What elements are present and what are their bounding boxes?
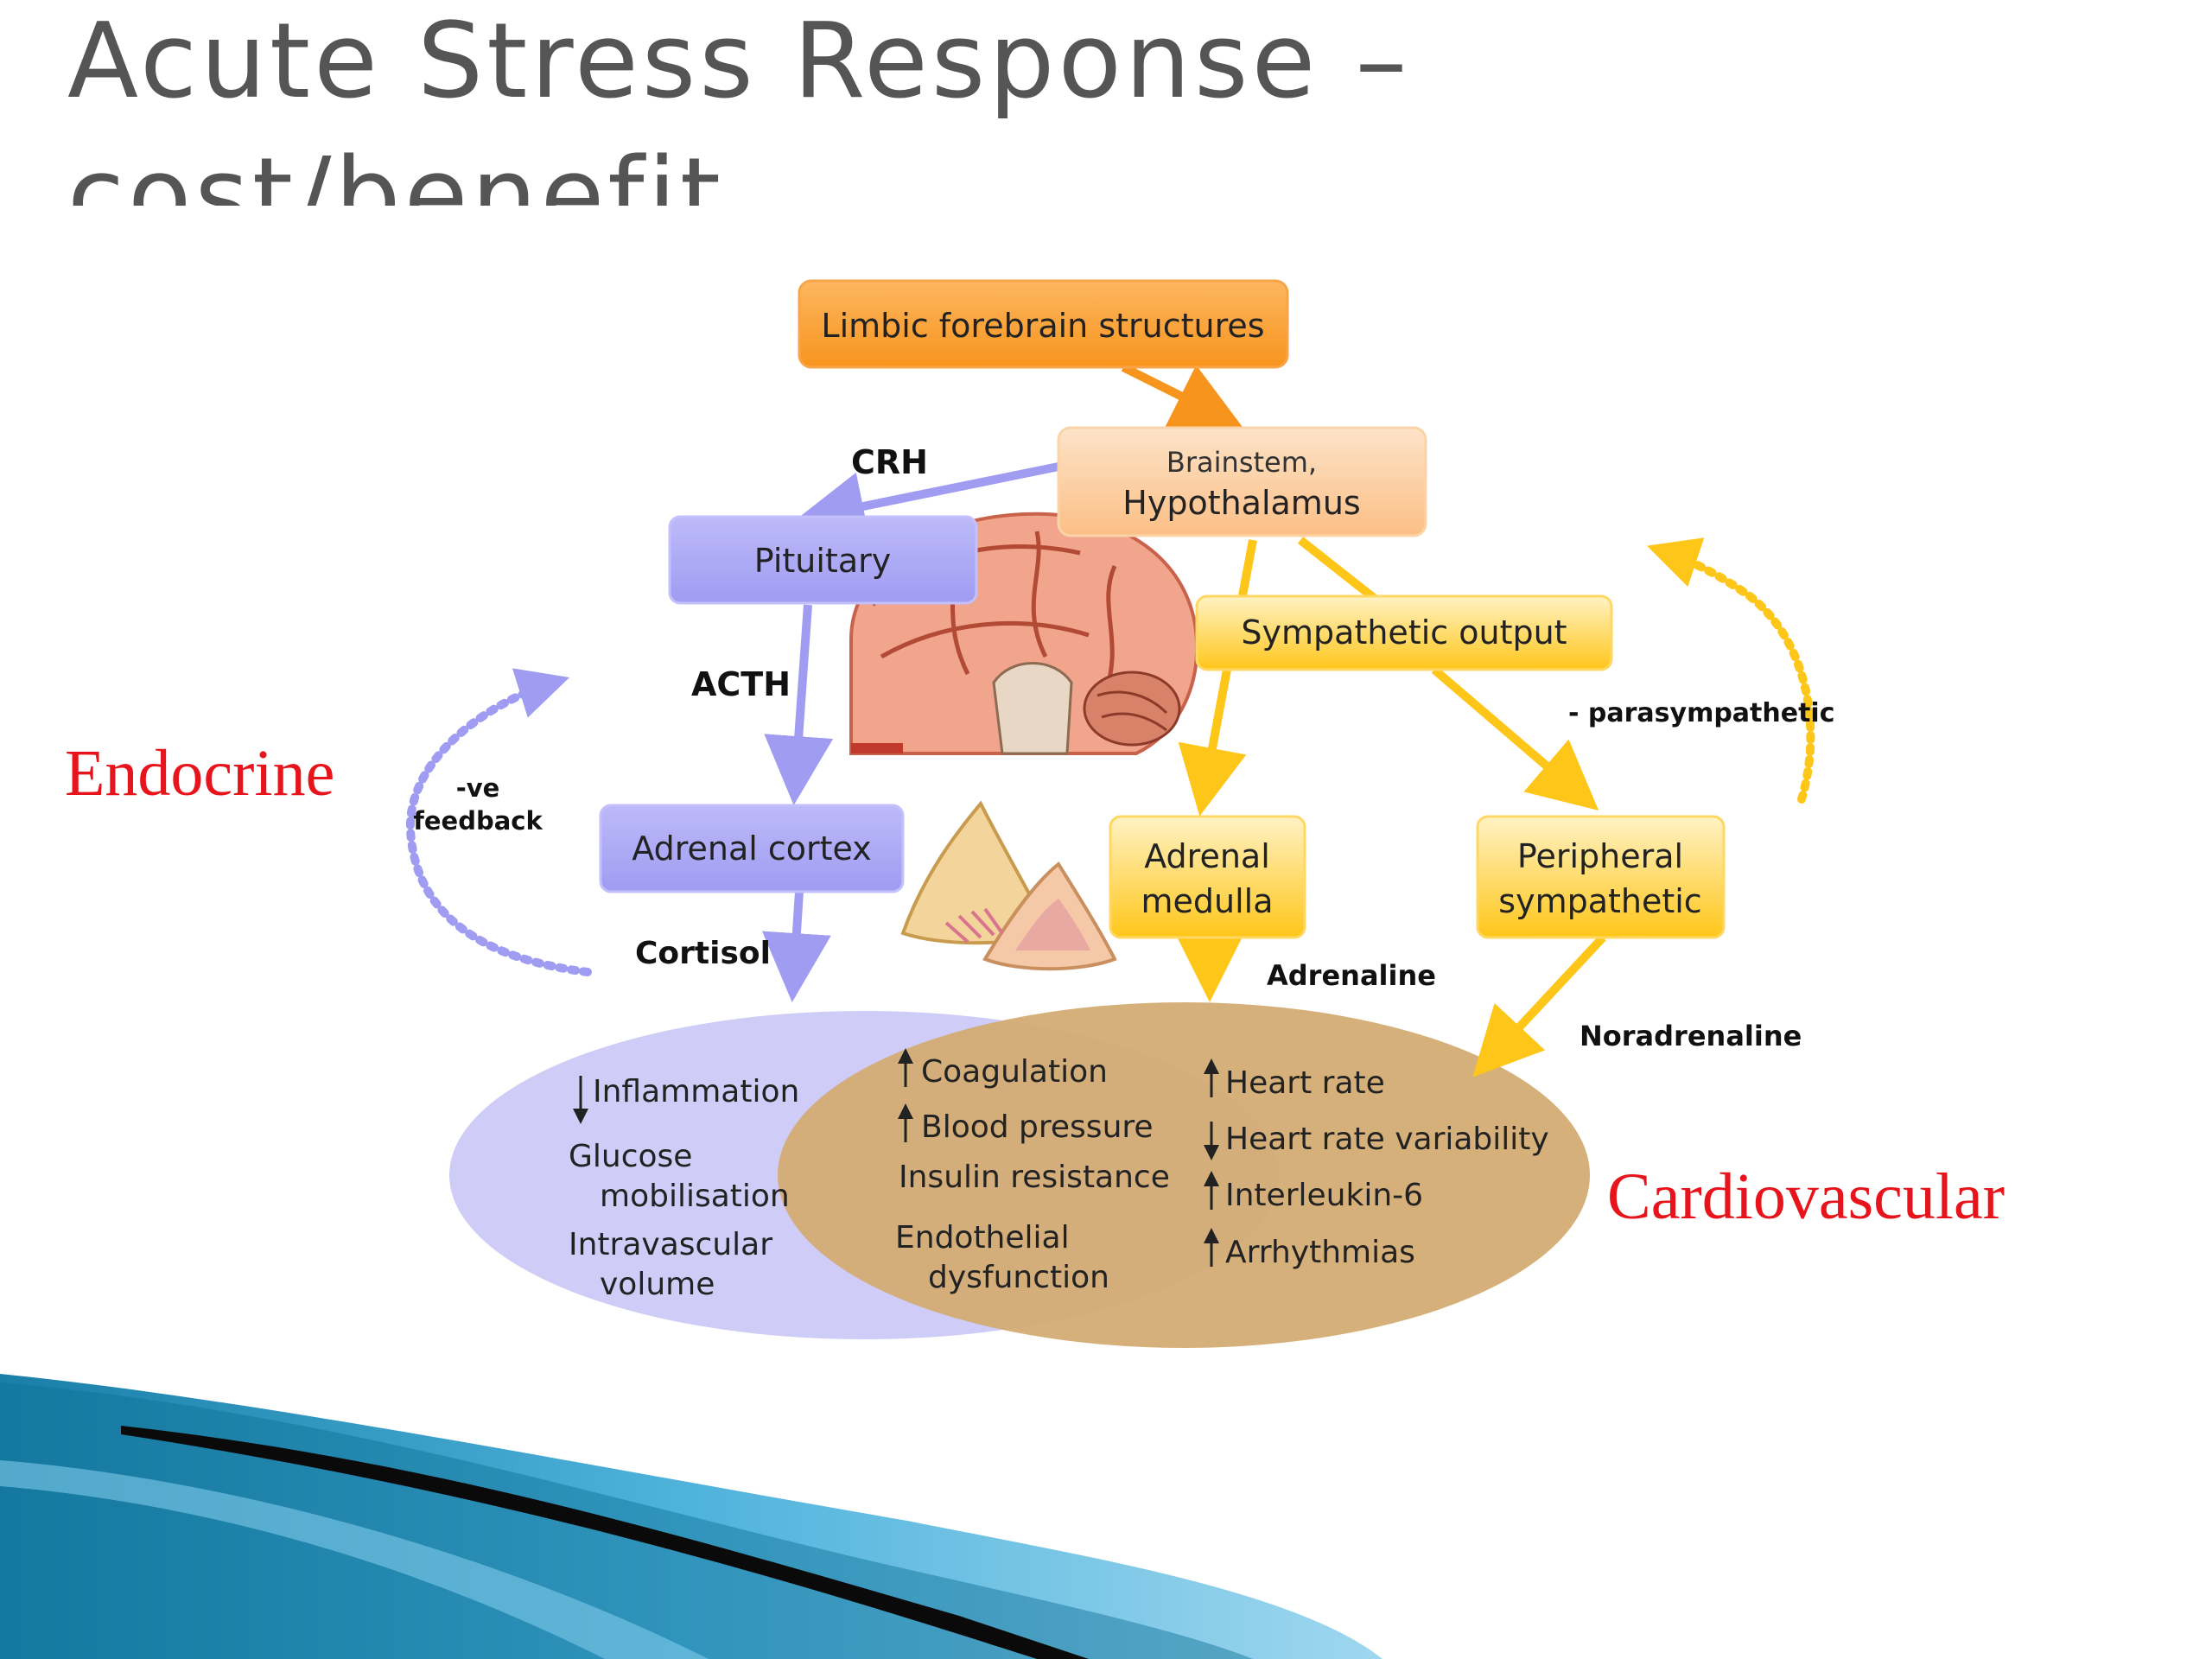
arrow-noradrenaline [1472,934,1606,1077]
arrow-acth [764,604,834,805]
peripheral-label-line1: Peripheral [1517,837,1683,875]
effect-intravascular-line2: volume [600,1267,715,1302]
effect-hrv: Heart rate variability [1225,1122,1549,1157]
pituitary-node: Pituitary [668,515,978,605]
arrow-cortisol [761,891,831,1002]
effect-heart-rate: Heart rate [1225,1065,1385,1101]
acth-label: ACTH [691,665,791,703]
arrow-sympathetic-to-peripheral [1431,666,1599,811]
effect-insulin-resistance: Insulin resistance [899,1160,1170,1195]
cardiovascular-effects-ellipse [778,1002,1590,1348]
effect-glucose-line1: Glucose [569,1139,692,1174]
title-mask [52,206,1089,257]
adrenal-medulla-label-line1: Adrenal [1144,837,1270,875]
arrow-brainstem-to-sympathetic [1237,539,1257,601]
bottom-swoosh-decoration [0,1374,1382,1659]
effect-il6: Interleukin-6 [1225,1178,1423,1213]
effect-intravascular-line1: Intravascular [569,1227,772,1262]
hypothalamus-label: Hypothalamus [1122,484,1360,522]
sympathetic-output-label: Sympathetic output [1241,613,1567,652]
effect-arrhythmias: Arrhythmias [1225,1235,1415,1270]
effect-endothelial-line2: dysfunction [928,1260,1109,1295]
effect-blood-pressure: Blood pressure [921,1109,1154,1145]
effect-glucose-line2: mobilisation [600,1179,790,1214]
effect-inflammation: Inflammation [593,1074,799,1109]
effect-coagulation: Coagulation [921,1054,1108,1090]
peripheral-label-line2: sympathetic [1498,882,1701,920]
pituitary-label: Pituitary [754,542,891,580]
negative-feedback-arrow [405,668,592,976]
arrow-limbic-to-brainstem [1121,363,1243,427]
adrenal-medulla-node: Adrenal medulla [1109,815,1306,939]
peripheral-sympathetic-node: Peripheral sympathetic [1476,815,1726,939]
ve-feedback-label-line1: -ve [456,773,500,803]
noradrenaline-label: Noradrenaline [1580,1020,1802,1052]
adrenal-cortex-label: Adrenal cortex [632,830,872,868]
brainstem-hypothalamus-node: Brainstem, Hypothalamus [1057,426,1427,537]
adrenal-medulla-label-line2: medulla [1141,882,1273,920]
effect-endothelial-line1: Endothelial [895,1220,1070,1255]
cortisol-label: Cortisol [635,936,771,971]
arrow-sympathetic-to-medulla [1178,669,1247,817]
arrow-crh [795,462,1059,541]
parasympathetic-arrow [1647,537,1815,804]
brainstem-label: Brainstem, [1166,446,1317,479]
endocrine-side-label: Endocrine [65,737,334,810]
adrenaline-label: Adrenaline [1267,959,1436,992]
crh-label: CRH [851,443,928,481]
sympathetic-output-node: Sympathetic output [1195,594,1613,671]
parasympathetic-label: - parasympathetic [1568,698,1835,728]
cardiovascular-side-label: Cardiovascular [1607,1160,2005,1233]
ve-feedback-label-line2: feedback [413,806,543,836]
arrow-brainstem-to-sympathetic-right [1297,537,1377,601]
adrenal-gland-illustration [900,800,1117,971]
limbic-forebrain-label: Limbic forebrain structures [821,307,1264,345]
limbic-forebrain-node: Limbic forebrain structures [798,279,1289,369]
adrenal-cortex-node: Adrenal cortex [599,804,905,893]
slide-title-line1: Acute Stress Response – [67,2,1410,122]
